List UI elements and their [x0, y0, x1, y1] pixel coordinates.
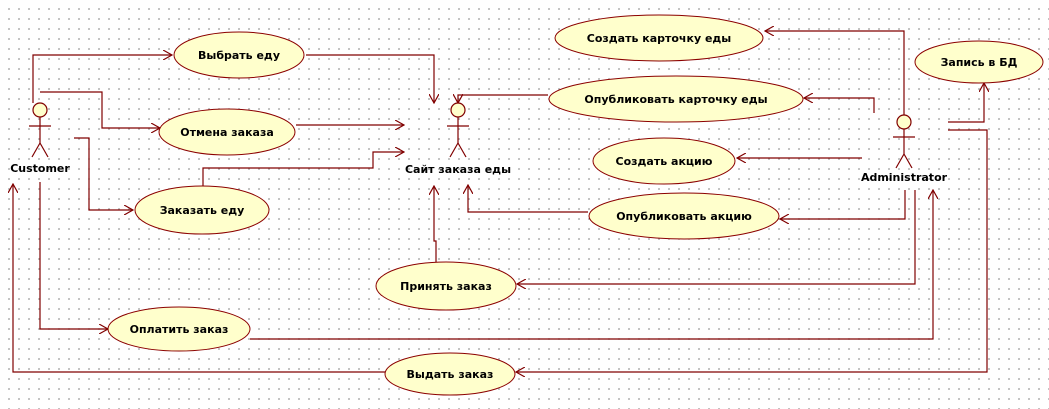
edge-admin-create-card — [765, 31, 905, 115]
usecase-publish-card[interactable]: Опубликовать карточку еды — [548, 75, 804, 123]
edge-admin-accept-order — [517, 190, 916, 284]
edge-admin-publish-card — [804, 98, 875, 113]
edge-choose-food-site — [306, 54, 434, 103]
actor-site-label: Сайт заказа еды — [405, 163, 511, 176]
usecase-order-food[interactable]: Заказать еду — [134, 185, 270, 235]
usecase-db-write[interactable]: Запись в БД — [914, 40, 1044, 84]
actor-head — [32, 102, 48, 118]
actor-left-leg — [895, 153, 905, 169]
usecase-ellipse — [107, 306, 251, 352]
edge-customer-choose-food — [32, 55, 172, 103]
edges — [13, 31, 987, 372]
edge-publish-promo-site — [468, 185, 588, 213]
actor-right-leg — [39, 142, 49, 158]
actor-head — [896, 114, 912, 130]
actor-administrator[interactable]: Administrator — [861, 114, 948, 184]
usecase-ellipse — [914, 40, 1044, 84]
usecase-label: Оплатить заказ — [130, 323, 229, 336]
usecase-create-card[interactable]: Создать карточку еды — [554, 14, 764, 62]
usecase-ellipse — [375, 261, 517, 311]
usecase-create-promo[interactable]: Создать акцию — [592, 137, 736, 185]
usecase-accept-order[interactable]: Принять заказ — [375, 261, 517, 311]
usecase-choose-food[interactable]: Выбрать еду — [173, 31, 305, 79]
usecase-ellipse — [588, 192, 780, 240]
usecase-ellipse — [548, 75, 804, 123]
usecase-ellipse — [554, 14, 764, 62]
usecase-pay-order[interactable]: Оплатить заказ — [107, 306, 251, 352]
edge-customer-cancel-order — [40, 91, 160, 128]
edge-customer-order-food — [74, 137, 133, 210]
actor-head — [450, 102, 466, 118]
usecase-label: Выбрать еду — [198, 49, 280, 62]
usecase-label: Опубликовать акцию — [616, 210, 752, 223]
usecase-ellipse — [173, 31, 305, 79]
usecase-label: Создать карточку еды — [587, 32, 732, 45]
usecase-ellipse — [158, 108, 296, 156]
actor-site[interactable]: Сайт заказа еды — [405, 102, 511, 176]
edge-issue-order-customer — [13, 184, 386, 373]
usecase-publish-promo[interactable]: Опубликовать акцию — [588, 192, 780, 240]
usecase-label: Выдать заказ — [407, 368, 494, 381]
usecase-label: Принять заказ — [400, 280, 492, 293]
actor-left-leg — [449, 142, 459, 158]
edge-pay-order-admin — [250, 190, 933, 340]
edge-order-food-site — [202, 152, 404, 186]
actor-administrator-label: Administrator — [861, 171, 948, 184]
usecase-label: Создать акцию — [616, 155, 713, 168]
actor-right-leg — [457, 142, 467, 158]
edge-publish-card-site — [458, 95, 548, 103]
usecase-label: Отмена заказа — [180, 126, 274, 139]
usecase-label: Опубликовать карточку еды — [584, 93, 767, 106]
usecase-issue-order[interactable]: Выдать заказ — [384, 352, 516, 396]
actor-left-leg — [31, 142, 41, 158]
usecase-ellipse — [592, 137, 736, 185]
usecase-label: Заказать еду — [160, 204, 245, 217]
actor-customer-label: Customer — [10, 162, 70, 175]
edge-admin-issue-order — [516, 129, 988, 372]
edge-admin-db-write — [948, 83, 984, 123]
actor-customer[interactable]: Customer — [10, 102, 70, 175]
actor-right-leg — [903, 153, 913, 169]
usecase-label: Запись в БД — [941, 56, 1018, 69]
edge-customer-pay-order — [39, 182, 108, 329]
edge-accept-order-site — [434, 186, 436, 262]
usecase-cancel-order[interactable]: Отмена заказа — [158, 108, 296, 156]
edge-admin-publish-promo — [780, 190, 906, 219]
usecase-ellipse — [134, 185, 270, 235]
usecase-ellipse — [384, 352, 516, 396]
